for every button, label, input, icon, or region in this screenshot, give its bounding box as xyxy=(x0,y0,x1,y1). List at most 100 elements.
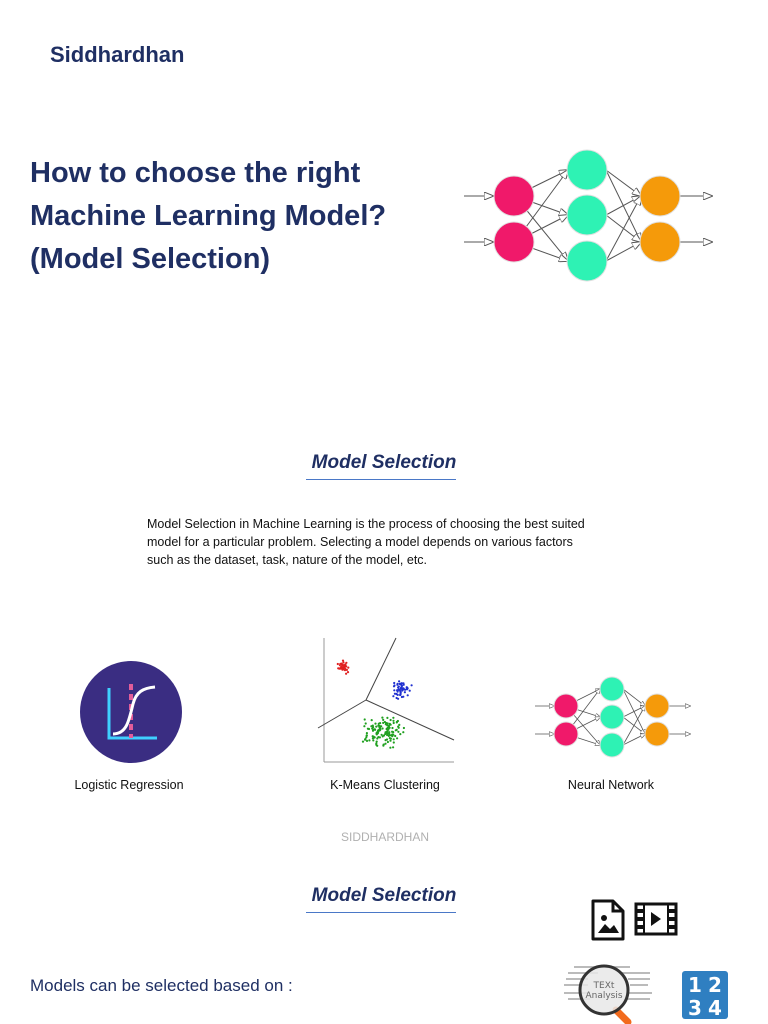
model-caption-logistic-regression: Logistic Regression xyxy=(74,778,184,792)
scatter-point xyxy=(365,739,369,742)
page-title: How to choose the right Machine Learning… xyxy=(30,152,450,281)
scatter-point xyxy=(399,733,402,736)
scatter-point xyxy=(375,732,378,735)
scatter-point xyxy=(337,667,340,670)
scatter-point xyxy=(367,727,371,731)
scatter-point xyxy=(365,732,368,735)
scatter-point xyxy=(371,727,374,730)
scatter-point xyxy=(387,728,390,731)
heading-underline-2 xyxy=(306,912,456,913)
scatter-point xyxy=(370,719,373,722)
logistic-regression-icon xyxy=(80,661,182,763)
scatter-point xyxy=(341,666,344,669)
scatter-point xyxy=(375,725,378,728)
scatter-point xyxy=(341,659,345,662)
scatter-point xyxy=(364,722,367,725)
title-line-1: How to choose the right xyxy=(30,157,361,189)
model-caption-kmeans: K-Means Clustering xyxy=(330,778,440,792)
scatter-point xyxy=(392,741,395,744)
scatter-point xyxy=(384,742,387,745)
scatter-point xyxy=(378,724,381,728)
numbers-tile-digit-1: 1 xyxy=(688,973,702,997)
scatter-point xyxy=(392,746,395,749)
text-analysis-icon: TEXt Analysis xyxy=(564,964,652,1024)
scatter-point xyxy=(383,720,386,724)
scatter-point xyxy=(345,661,348,664)
model-caption-neural-network: Neural Network xyxy=(567,778,655,792)
scatter-point xyxy=(382,718,385,721)
scatter-point xyxy=(382,721,385,724)
title-line-3: (Model Selection) xyxy=(30,243,271,275)
scatter-point xyxy=(347,666,350,669)
scatter-point xyxy=(381,727,384,730)
scatter-point xyxy=(395,728,398,731)
scatter-point xyxy=(384,723,387,726)
scatter-point xyxy=(373,728,376,731)
scatter-point xyxy=(390,734,394,737)
description-line-3: such as the dataset, task, nature of the… xyxy=(147,553,428,567)
scatter-point xyxy=(392,716,395,719)
kmeans-scatter-plot xyxy=(317,637,455,763)
scatter-point xyxy=(386,716,389,719)
numbers-tile-icon: 1 2 3 4 xyxy=(682,971,728,1019)
scatter-point xyxy=(381,735,384,738)
scatter-point xyxy=(377,736,380,739)
scatter-point xyxy=(388,726,391,729)
scatter-point xyxy=(393,692,396,695)
scatter-point xyxy=(399,683,402,686)
scatter-point xyxy=(399,692,402,695)
scatter-point xyxy=(345,668,348,671)
scatter-point xyxy=(387,734,390,737)
scatter-point xyxy=(408,689,411,692)
scatter-point xyxy=(365,734,368,737)
scatter-point xyxy=(346,671,350,674)
scatter-point xyxy=(397,686,400,689)
scatter-point xyxy=(392,695,395,698)
scatter-point xyxy=(384,739,387,742)
scatter-point xyxy=(393,681,396,685)
scatter-point xyxy=(372,739,375,742)
scatter-point xyxy=(336,662,339,666)
scatter-point xyxy=(396,737,399,740)
scatter-point xyxy=(396,689,399,692)
scatter-point xyxy=(392,719,395,722)
section-heading: Model Selection xyxy=(311,452,457,473)
scatter-point xyxy=(382,744,385,747)
neural-network-illustration xyxy=(464,149,720,282)
scatter-point xyxy=(343,669,347,672)
scatter-point xyxy=(396,719,399,723)
image-file-icon xyxy=(591,899,625,941)
scatter-point xyxy=(396,693,399,696)
scatter-point xyxy=(397,726,400,729)
numbers-tile-digit-3: 3 xyxy=(688,996,702,1019)
scatter-point xyxy=(342,661,345,664)
scatter-point xyxy=(345,672,348,675)
scatter-point xyxy=(398,723,401,726)
scatter-point xyxy=(363,718,366,721)
scatter-point xyxy=(388,737,391,740)
scatter-point xyxy=(361,740,365,743)
scatter-point xyxy=(388,722,391,725)
scatter-point xyxy=(406,694,409,697)
scatter-point xyxy=(340,662,343,665)
scatter-point xyxy=(370,725,373,728)
section-heading-2: Model Selection xyxy=(311,885,457,906)
scatter-point xyxy=(393,684,396,687)
scatter-point xyxy=(402,682,405,685)
scatter-point xyxy=(403,691,406,694)
scatter-point xyxy=(387,724,390,727)
scatter-point xyxy=(374,722,377,725)
scatter-point xyxy=(392,731,395,734)
scatter-point xyxy=(392,721,395,725)
title-line-2: Machine Learning Model? xyxy=(30,200,387,232)
scatter-point xyxy=(364,738,367,741)
scatter-point xyxy=(378,727,382,730)
scatter-point xyxy=(394,734,397,738)
scatter-point xyxy=(400,695,403,699)
heading-underline xyxy=(306,479,456,480)
scatter-point xyxy=(342,664,346,667)
selection-criteria-intro: Models can be selected based on : xyxy=(30,976,293,995)
scatter-point xyxy=(393,689,396,692)
scatter-point xyxy=(365,736,368,739)
scatter-point xyxy=(338,664,341,667)
